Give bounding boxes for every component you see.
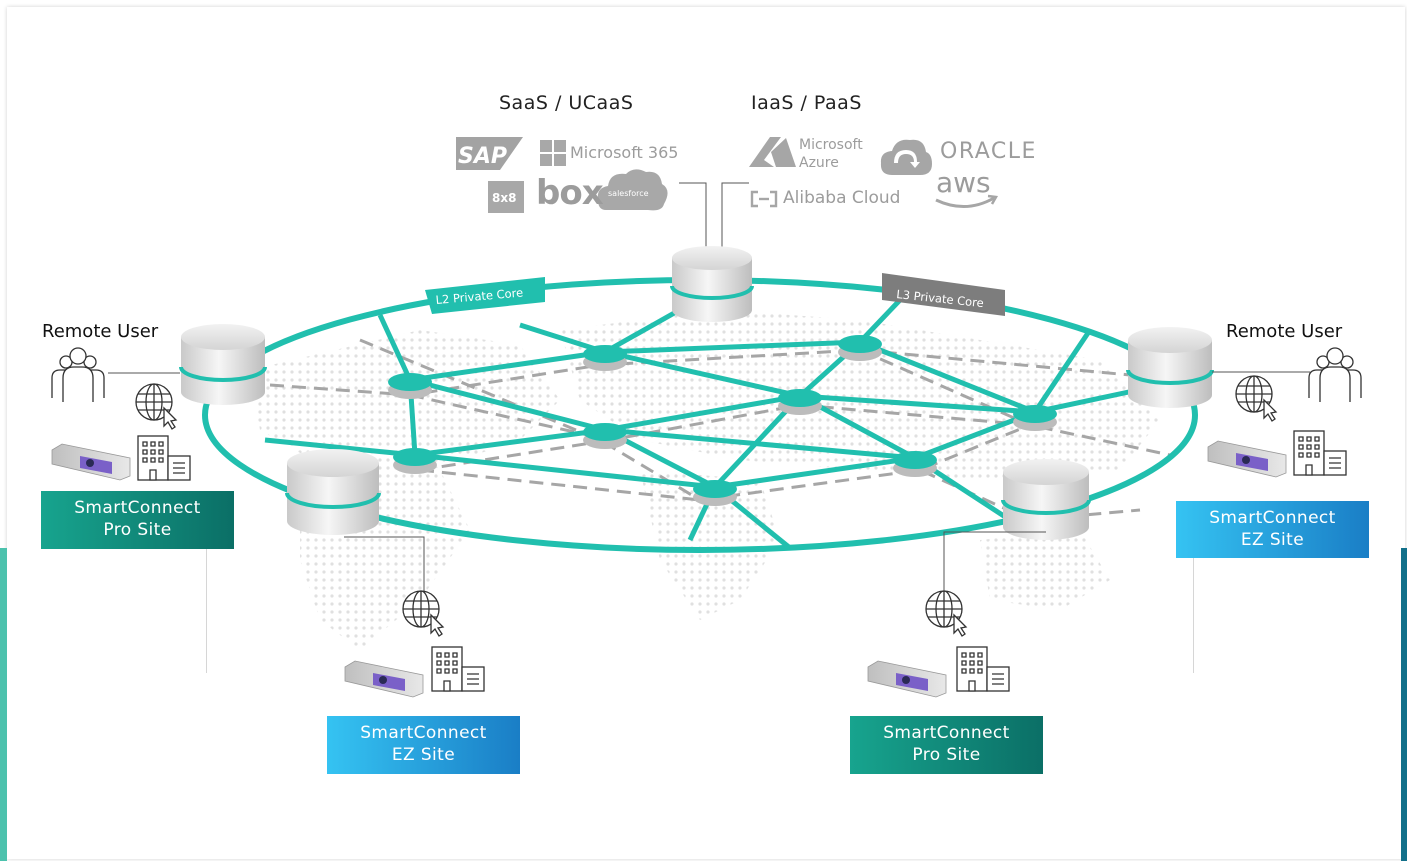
hub-node-icon xyxy=(393,448,437,474)
hub-node-icon xyxy=(1013,405,1057,431)
left-accent-bar xyxy=(0,548,7,861)
microsoft-grid-icon xyxy=(540,140,566,166)
sap-logo-text: SAP xyxy=(458,144,507,169)
site-name: SmartConnect xyxy=(883,723,1010,743)
building-icon xyxy=(956,646,1010,692)
site-type: Pro Site xyxy=(912,745,981,765)
hub-node-icon xyxy=(893,451,937,477)
building-icon xyxy=(137,435,191,481)
box-logo: box xyxy=(536,173,604,213)
site-pro-top-left: SmartConnect Pro Site xyxy=(41,491,234,549)
hub-nodes xyxy=(388,335,1057,506)
site-type: EZ Site xyxy=(1240,530,1305,550)
l2-core-tag: L2 Private Core xyxy=(425,277,545,314)
azure-logo-line2: Azure xyxy=(799,155,839,171)
globe-cursor-icon xyxy=(925,590,968,637)
building-icon xyxy=(431,646,485,692)
remote-user-label-left: Remote User xyxy=(42,321,159,342)
microsoft365-logo: Microsoft 365 xyxy=(570,143,679,162)
site-ez-top-right: SmartConnect EZ Site xyxy=(1176,501,1369,558)
hub-node-icon xyxy=(778,389,822,415)
server-icon xyxy=(179,324,267,405)
hub-node-icon xyxy=(838,335,882,361)
oracle-logo: ORACLE xyxy=(940,139,1037,164)
hub-node-icon xyxy=(693,480,737,506)
right-accent-bar xyxy=(1401,548,1407,861)
aws-logo: aws xyxy=(936,166,991,199)
edge-device-icon xyxy=(1207,440,1287,478)
remote-user-label-right: Remote User xyxy=(1226,321,1343,342)
azure-logo-line1: Microsoft xyxy=(799,137,863,153)
site-type: EZ Site xyxy=(391,745,456,765)
site-name: SmartConnect xyxy=(360,723,487,743)
users-group-icon xyxy=(51,347,105,402)
eightx8-logo-text: 8x8 xyxy=(492,191,516,205)
site-type: Pro Site xyxy=(103,520,172,540)
building-icon xyxy=(1293,430,1347,476)
hub-node-icon xyxy=(583,345,627,371)
server-icon xyxy=(1001,459,1091,540)
site-pro-bottom-right: SmartConnect Pro Site xyxy=(850,716,1043,774)
guide-line xyxy=(206,548,207,673)
server-icon xyxy=(285,449,381,535)
edge-device-icon xyxy=(51,443,131,481)
hub-node-icon xyxy=(583,423,627,449)
alibaba-logo: Alibaba Cloud xyxy=(783,188,901,208)
site-ez-bottom-left: SmartConnect EZ Site xyxy=(327,716,520,774)
salesforce-logo-text: salesforce xyxy=(608,189,649,198)
edge-device-icon xyxy=(867,660,947,698)
saas-heading: SaaS / UCaaS xyxy=(499,92,634,114)
guide-line xyxy=(1193,548,1194,673)
cloud-connectors xyxy=(679,182,749,262)
alibaba-icon xyxy=(750,190,778,208)
aws-smile-icon xyxy=(935,194,999,208)
l3-core-tag: L3 Private Core xyxy=(882,273,1005,316)
site-connectors xyxy=(108,371,1310,598)
server-icon xyxy=(1126,327,1214,408)
edge-device-icon xyxy=(344,660,424,698)
globe-cursor-icon xyxy=(1235,375,1278,422)
globe-cursor-icon xyxy=(402,590,445,637)
hub-node-icon xyxy=(388,373,432,399)
site-name: SmartConnect xyxy=(74,498,201,518)
globe-cursor-icon xyxy=(135,383,178,430)
cloud-icon xyxy=(880,139,932,175)
azure-icon xyxy=(749,137,796,167)
server-icon xyxy=(670,246,754,322)
iaas-heading: IaaS / PaaS xyxy=(751,92,862,114)
sap-icon: SAP xyxy=(456,137,523,170)
salesforce-cloud-icon: salesforce xyxy=(597,169,668,211)
users-group-icon xyxy=(1308,347,1362,402)
site-name: SmartConnect xyxy=(1209,508,1336,528)
eightx8-icon: 8x8 xyxy=(488,181,524,213)
